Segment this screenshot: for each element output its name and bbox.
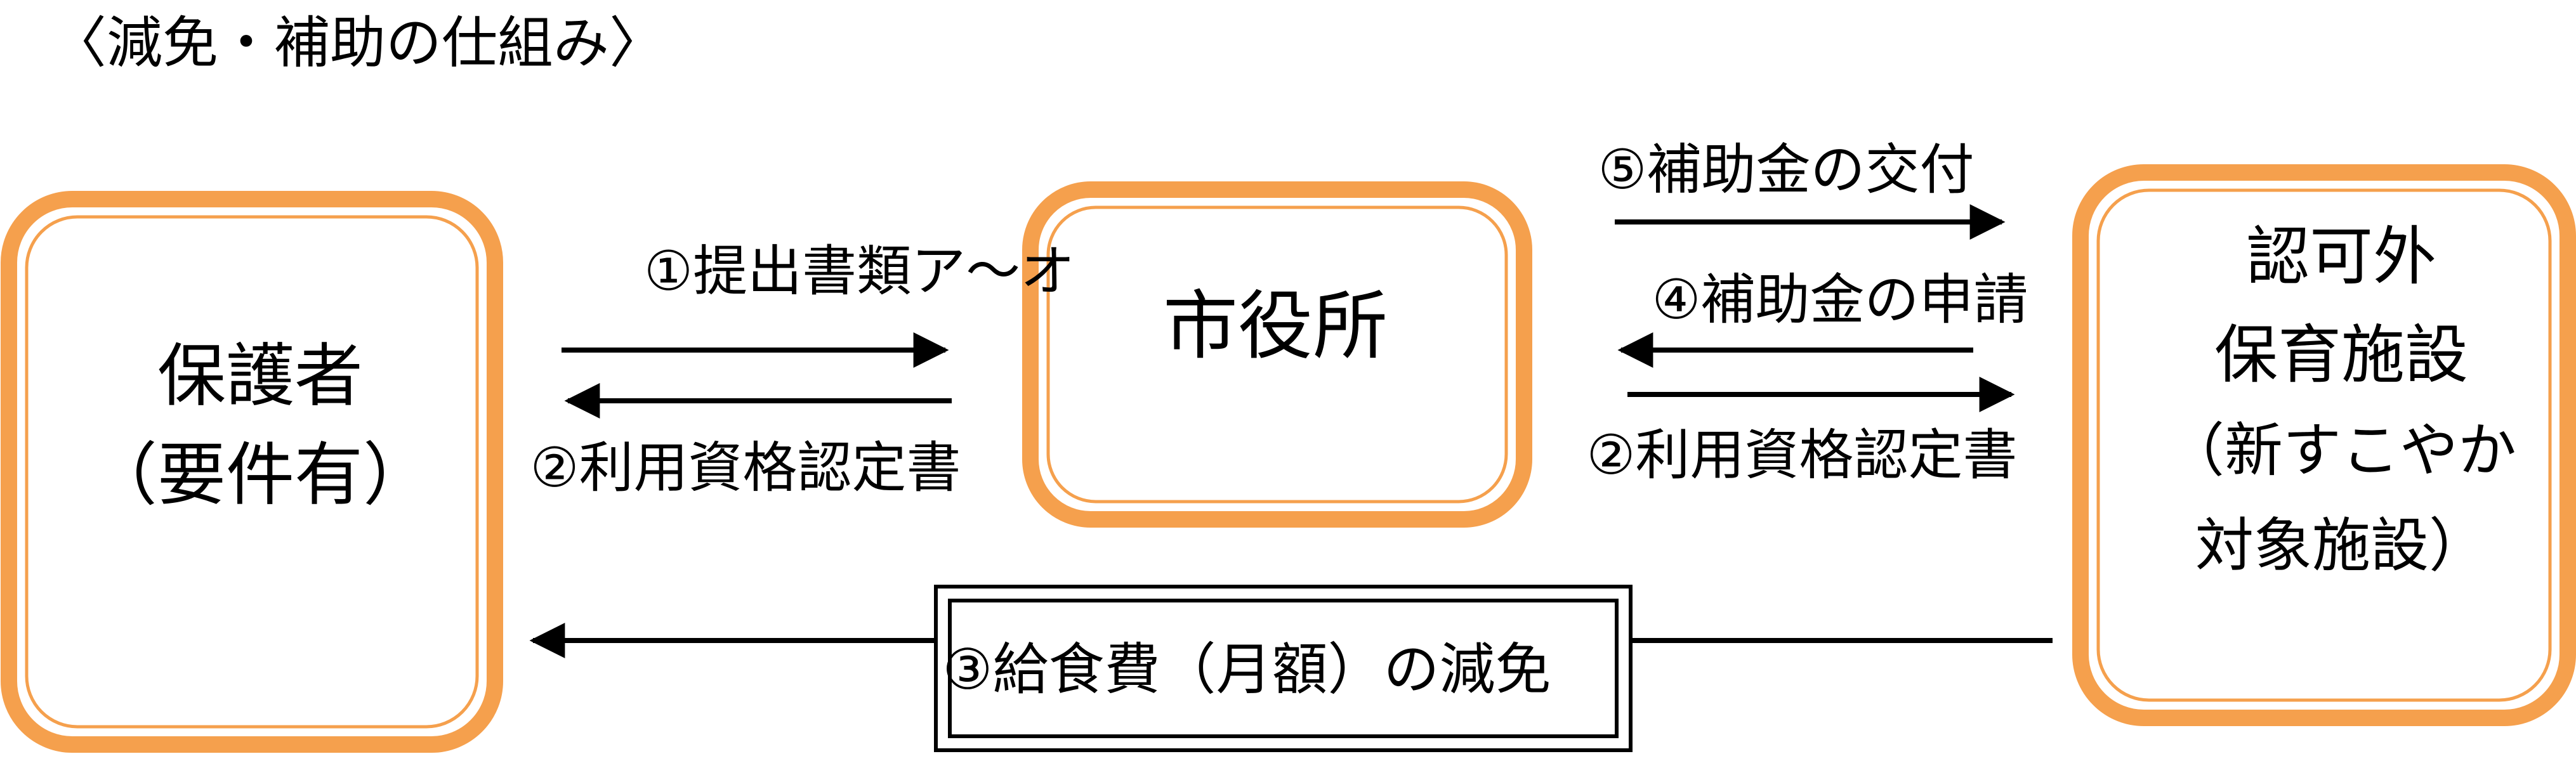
subsidy-grant-label: ⑤補助金の交付 [1598,138,1975,202]
eligibility-cert-facility-label: ②利用資格認定書 [1586,424,2018,487]
facility-label-line4: 対象施設） [2195,512,2488,580]
reduction-box [934,585,1633,752]
facility-label-line3: （新すこやか [2165,417,2517,485]
submit-documents-label: ①提出書類ア～オ [644,240,1075,303]
facility-label-line1: 認可外 [2246,219,2436,294]
facility-box [2072,164,2576,726]
section-title: 〈減免・補助の仕組み〉 [51,10,666,75]
subsidy-application-label: ④補助金の申請 [1652,268,2028,332]
guardian-label: 保護者 [157,337,364,416]
meal-fee-reduction-label: ③給食費（月額）の減免 [942,637,1551,702]
city-hall-label: 市役所 [1162,282,1388,370]
guardian-requirement-label: （要件有） [88,436,432,515]
guardian-box [1,191,503,753]
facility-label-line2: 保育施設 [2214,318,2468,392]
city-hall-box [1022,181,1532,528]
eligibility-cert-guardian-label: ②利用資格認定書 [530,436,961,500]
